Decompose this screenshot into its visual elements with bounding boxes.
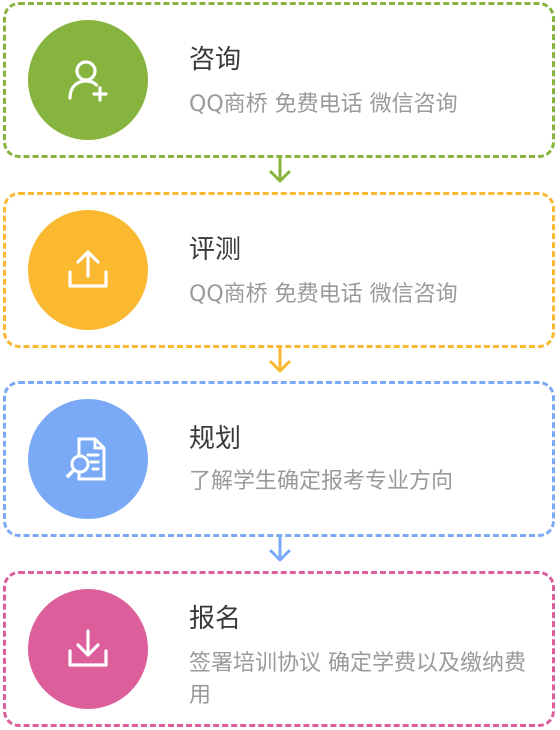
assessment-circle (28, 210, 148, 330)
step-title: 咨询 (189, 45, 242, 75)
user-add-icon (68, 60, 108, 102)
download-icon (68, 629, 108, 667)
arrow-down-icon (269, 346, 291, 373)
step-description: QQ商桥 免费电话 微信咨询 (189, 282, 458, 307)
step-description: 了解学生确定报考专业方向 (189, 469, 454, 494)
planning-circle (28, 399, 148, 519)
step-title: 规划 (189, 424, 242, 454)
registration-circle (28, 589, 148, 709)
step-description: QQ商桥 免费电话 微信咨询 (189, 92, 458, 117)
step-registration: 报名 签署培训协议 确定学费以及缴纳费用 (3, 571, 555, 727)
step-planning: 规划 了解学生确定报考专业方向 (3, 381, 555, 537)
consult-circle (28, 20, 148, 140)
upload-icon (68, 250, 108, 288)
document-search-icon (66, 437, 106, 481)
arrow-down-icon (269, 156, 291, 183)
step-assessment: 评测 QQ商桥 免费电话 微信咨询 (3, 192, 555, 348)
step-consult: 咨询 QQ商桥 免费电话 微信咨询 (3, 2, 555, 158)
step-title: 报名 (189, 604, 242, 634)
step-title: 评测 (189, 235, 242, 265)
step-description: 签署培训协议 确定学费以及缴纳费用 (189, 651, 526, 708)
arrow-down-icon (269, 535, 291, 562)
